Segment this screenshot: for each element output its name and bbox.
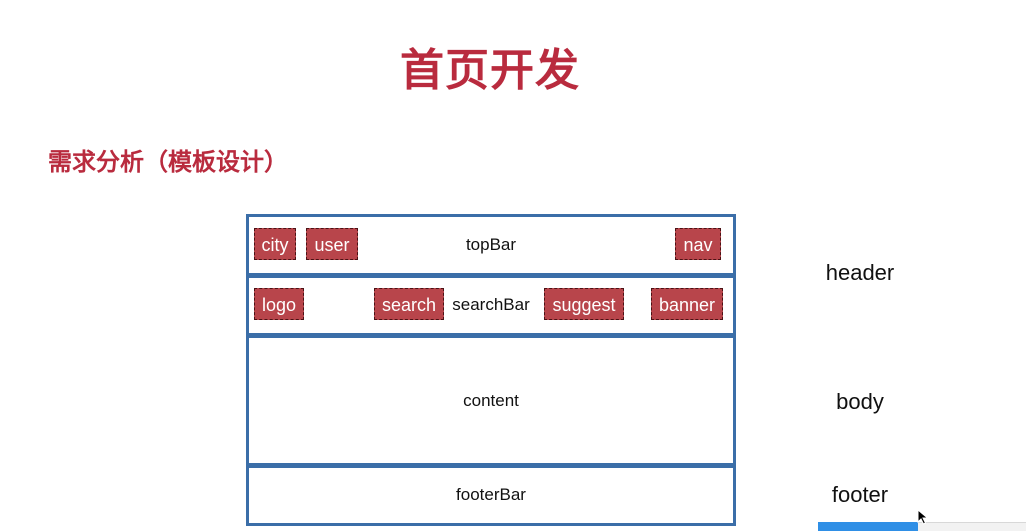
subtitle: 需求分析（模板设计）	[48, 148, 288, 176]
page-title: 首页开发	[400, 45, 580, 96]
searchbar-section: logo search searchBar suggest banner	[246, 275, 736, 336]
topbar-section: city user topBar nav	[246, 214, 736, 276]
taskbar-panel	[918, 522, 1026, 531]
topbar-label: topBar	[465, 235, 517, 254]
chip-suggest: suggest	[544, 288, 624, 320]
taskbar-button[interactable]	[818, 522, 918, 531]
content-section: content	[246, 335, 736, 466]
side-label-body: body	[836, 389, 884, 414]
chip-logo: logo	[254, 288, 304, 320]
mouse-pointer-icon	[917, 509, 929, 525]
chip-banner: banner	[651, 288, 723, 320]
layout-diagram: city user topBar nav logo search searchB…	[246, 214, 736, 526]
chip-nav: nav	[675, 228, 721, 260]
footerbar-section: footerBar	[246, 465, 736, 526]
chip-search: search	[374, 288, 444, 320]
footerbar-label: footerBar	[456, 485, 526, 504]
content-label: content	[463, 391, 519, 410]
side-label-footer: footer	[831, 482, 889, 507]
chip-city: city	[254, 228, 296, 260]
side-label-header: header	[825, 260, 895, 285]
chip-user: user	[306, 228, 358, 260]
searchbar-label: searchBar	[452, 295, 530, 314]
